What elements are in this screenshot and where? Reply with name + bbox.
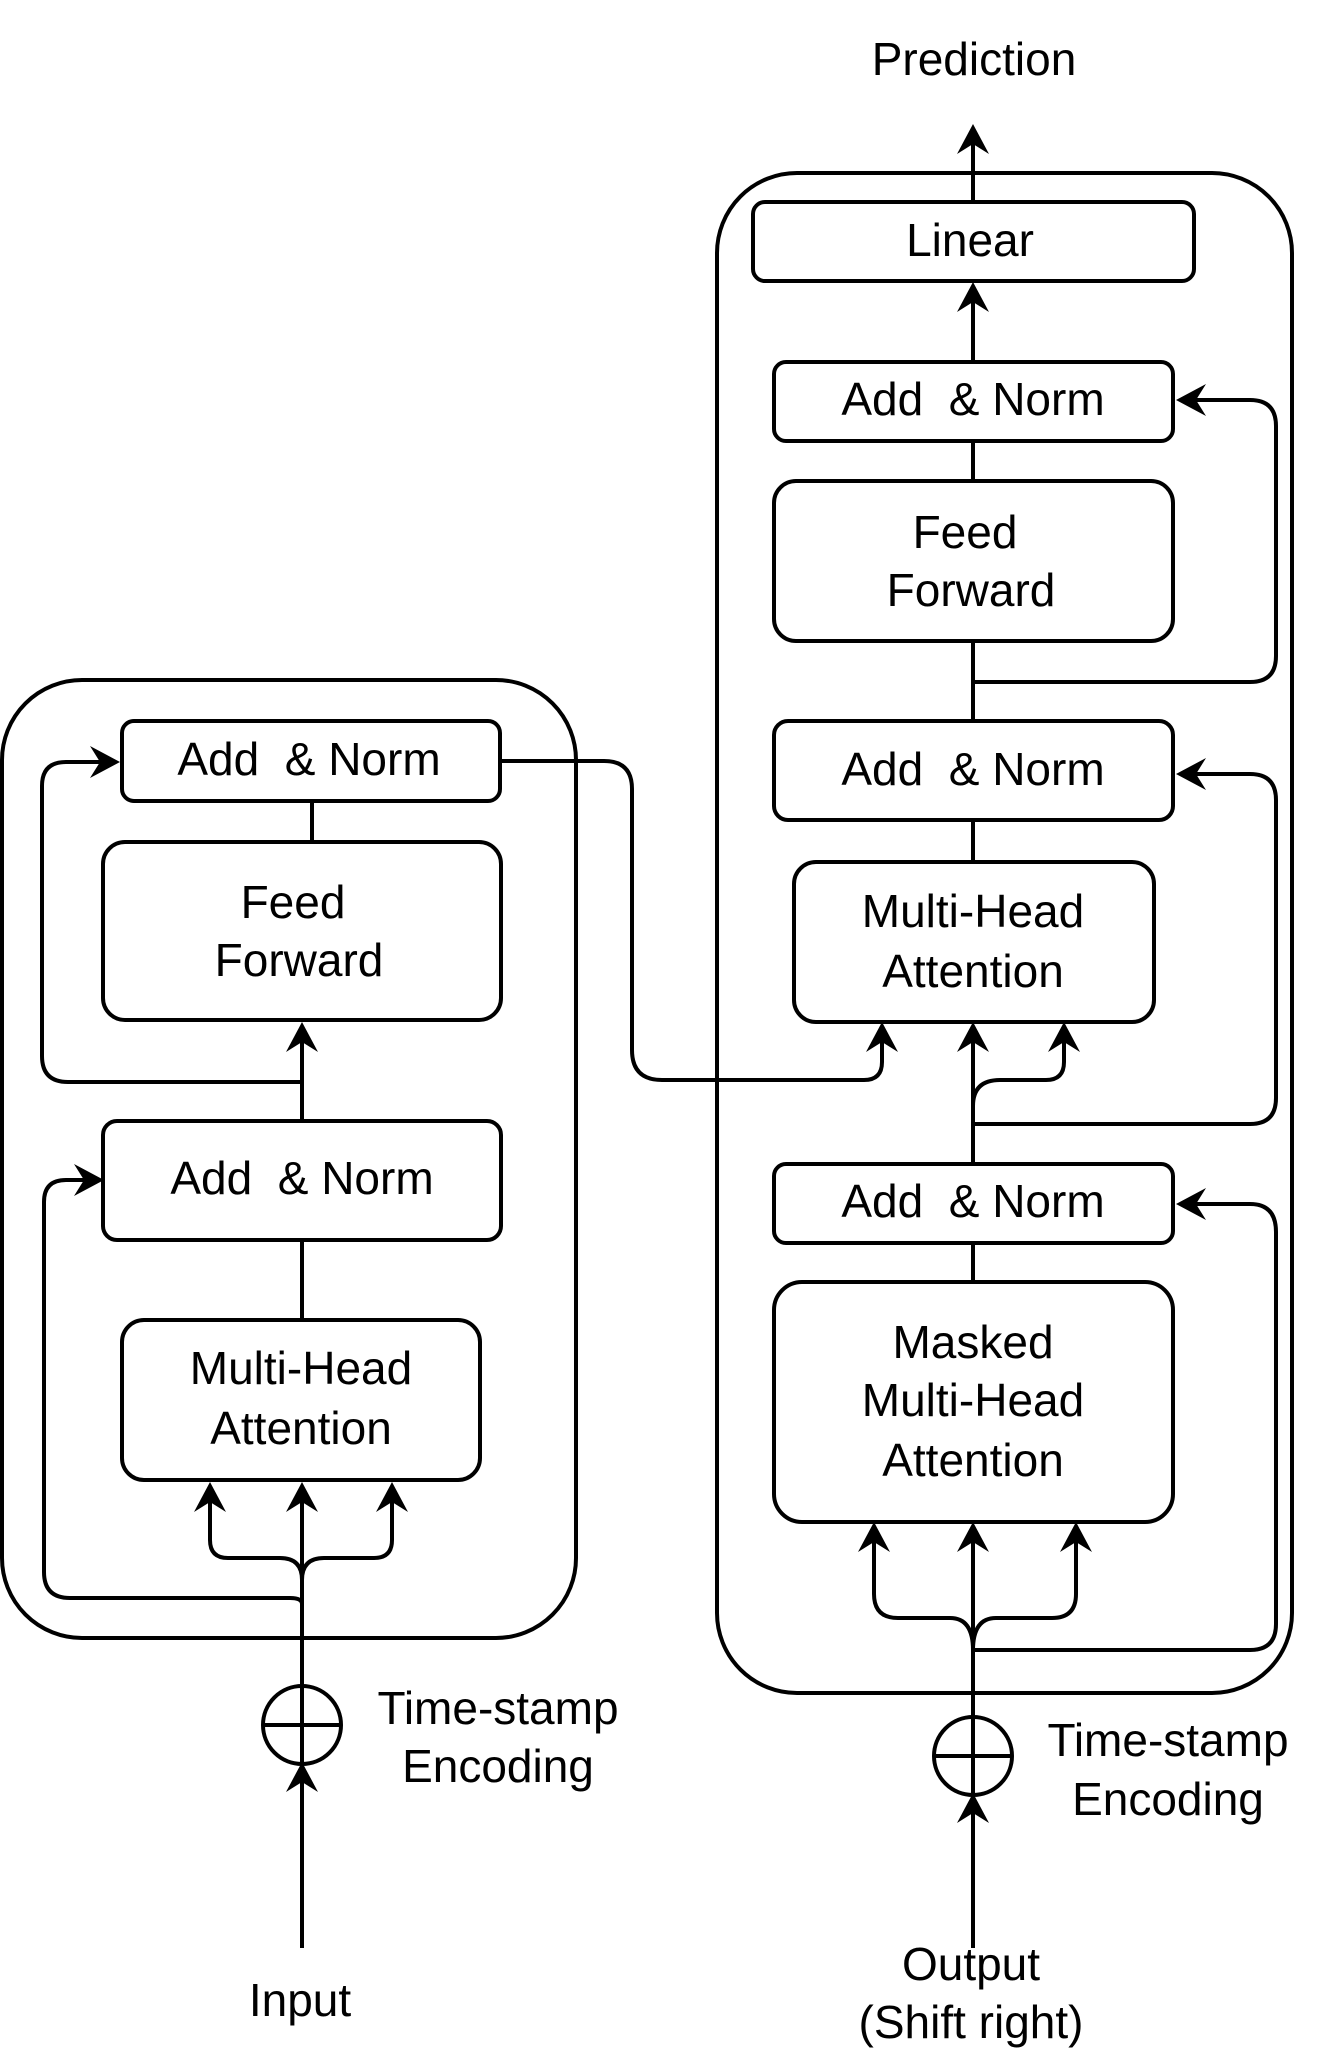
encoder-residual-2-arrowhead	[90, 746, 120, 778]
input-label: Input	[249, 1974, 352, 2026]
encoder-ff-label-1: Feed	[241, 876, 346, 928]
linear-label: Linear	[906, 214, 1034, 266]
prediction-label: Prediction	[872, 33, 1077, 85]
decoder-timestamp-add-icon	[932, 1715, 1014, 1797]
output-label-1: Output	[902, 1938, 1040, 1990]
decoder-feed-forward	[772, 479, 1175, 643]
masked-mha-label-3: Attention	[882, 1434, 1064, 1486]
output-label-2: (Shift right)	[859, 1996, 1084, 2048]
encoder-add-norm-upper-label: Add & Norm	[177, 733, 440, 785]
encoder-mha-label-2: Attention	[210, 1402, 392, 1454]
encoder-add-norm-lower-label: Add & Norm	[170, 1152, 433, 1204]
masked-mha-label-1: Masked	[892, 1316, 1053, 1368]
encoder-ff-arrowhead	[286, 1022, 318, 1052]
encoder-input-arrowhead	[286, 1762, 318, 1792]
encoder-attn-arrow-right	[376, 1482, 408, 1512]
encoder-branch-right	[300, 1488, 394, 1581]
decoder-residual-2	[973, 772, 1278, 1126]
masked-mha-label-2: Multi-Head	[862, 1374, 1084, 1426]
decoder-branch-to-right	[971, 1030, 1066, 1124]
encoder-timestamp-label-2: Encoding	[402, 1740, 594, 1792]
decoder-ff-label-1: Feed	[913, 506, 1018, 558]
encoder-residual-1-arrowhead	[74, 1164, 104, 1196]
decoder-add-norm-middle-label: Add & Norm	[841, 743, 1104, 795]
decoder-timestamp-label-2: Encoding	[1072, 1773, 1264, 1825]
encoder-feed-forward	[101, 840, 503, 1022]
encoder-frame	[0, 678, 578, 1640]
decoder-residual-3-arrowhead	[1176, 384, 1206, 416]
masked-attn-arrow-right	[1060, 1522, 1092, 1552]
decoder-output-arrowhead	[957, 1793, 989, 1823]
decoder-branch-left	[872, 1530, 975, 1651]
decoder-mha-label-2: Attention	[882, 945, 1064, 997]
encoder-mha-label-1: Multi-Head	[190, 1342, 412, 1394]
cross-attn-arrow-right	[1048, 1022, 1080, 1052]
encoder-attn-arrow-mid	[286, 1482, 318, 1512]
decoder-add-norm-top-label: Add & Norm	[841, 373, 1104, 425]
decoder-residual-2-arrowhead	[1176, 758, 1206, 790]
encoder-to-decoder-connector	[500, 759, 884, 1082]
encoder-branch-left	[208, 1488, 304, 1581]
decoder-residual-1-arrowhead	[1176, 1188, 1206, 1220]
encoder-ff-label-2: Forward	[215, 934, 384, 986]
encoder-residual-1	[42, 1178, 304, 1605]
prediction-arrowhead	[957, 124, 989, 154]
masked-attn-arrow-left	[858, 1522, 890, 1552]
decoder-timestamp-label-1: Time-stamp	[1047, 1714, 1288, 1766]
encoder-attn-arrow-left	[194, 1482, 226, 1512]
decoder-ff-label-2: Forward	[887, 564, 1056, 616]
encoder-residual-2	[40, 760, 302, 1084]
masked-attn-arrow-mid	[957, 1522, 989, 1552]
decoder-frame	[715, 171, 1294, 1695]
decoder-residual-3	[973, 398, 1278, 684]
encoder-timestamp-add-icon	[261, 1684, 343, 1766]
cross-attn-arrow-mid	[957, 1022, 989, 1052]
decoder-mha-label-1: Multi-Head	[862, 885, 1084, 937]
linear-arrowhead	[957, 282, 989, 312]
encoder-timestamp-label-1: Time-stamp	[377, 1682, 618, 1734]
decoder-add-norm-bottom-label: Add & Norm	[841, 1175, 1104, 1227]
decoder-residual-1	[973, 1202, 1278, 1652]
decoder-branch-right	[971, 1530, 1078, 1651]
cross-attn-arrow-left	[866, 1022, 898, 1052]
